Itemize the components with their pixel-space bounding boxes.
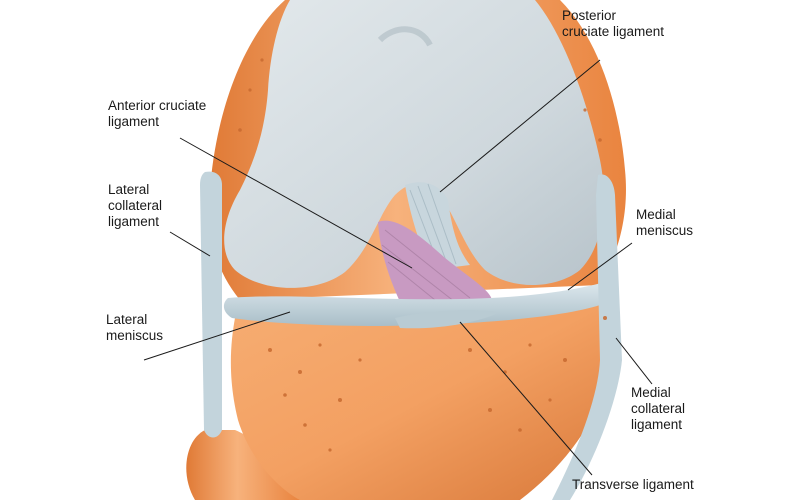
tibia	[230, 300, 612, 500]
fibula-head	[186, 430, 300, 500]
mcl-leader	[615, 337, 653, 385]
posterior-cruciate-ligament-label: Posterior cruciate ligament	[562, 8, 665, 39]
lateral-collateral-ligament-shape	[200, 171, 222, 438]
medial-meniscus-leader	[567, 242, 633, 291]
pcl-shape	[405, 182, 470, 270]
pcl-leader	[439, 59, 601, 193]
medial-collateral-ligament-label: Medial collateral ligament	[631, 385, 686, 432]
transverse-ligament-label: Transverse ligament	[572, 477, 694, 492]
acl-shape	[378, 220, 492, 306]
transverse-ligament-shape	[395, 310, 500, 329]
lateral-meniscus-leader	[143, 311, 291, 361]
lateral-meniscus-label: Lateral meniscus	[106, 312, 164, 343]
lcl-leader	[169, 231, 211, 257]
medial-collateral-ligament-shape	[552, 174, 622, 500]
acl-leader	[179, 137, 413, 269]
anterior-cruciate-ligament-label: Anterior cruciate ligament	[108, 98, 207, 129]
transverse-ligament-leader	[459, 321, 593, 476]
menisci	[223, 278, 616, 326]
medial-meniscus-label: Medial meniscus	[636, 207, 694, 238]
leader-lines	[143, 59, 653, 476]
lateral-collateral-ligament-label: Lateral collateral ligament	[108, 182, 163, 229]
